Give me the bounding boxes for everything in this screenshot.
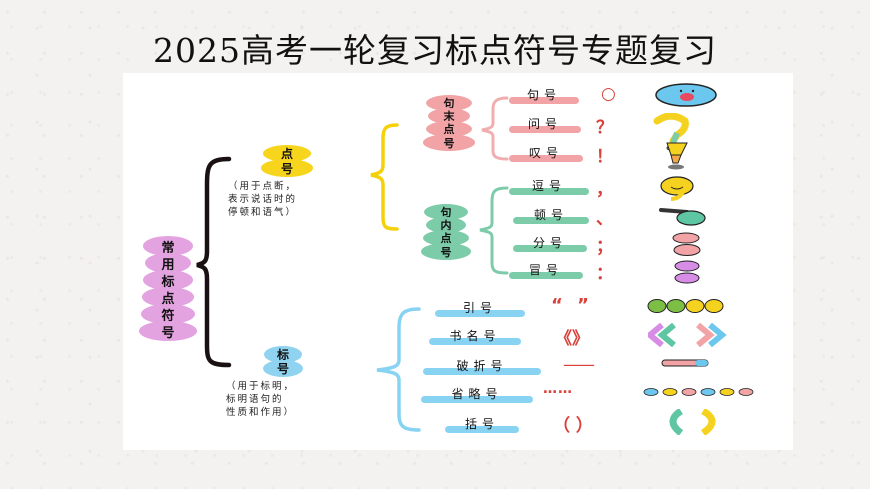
symbol-juhao: ○: [601, 84, 616, 104]
root-brace-icon: [196, 156, 232, 368]
symbol-douhao: ，: [596, 180, 613, 200]
item-shuminghao: 书名号: [429, 327, 521, 345]
item-yinhao: 引号: [435, 299, 525, 317]
symbol-wenhao: ？: [596, 118, 613, 138]
cartoon-shengluehao-icon: [643, 388, 754, 396]
junei-char: 句: [424, 204, 468, 220]
junei-bubble: 句 内 点 号: [421, 204, 471, 260]
item-kuohao: 括号: [445, 415, 519, 433]
dianhao-bubble: 点 号: [261, 145, 313, 177]
biaohao-bubble: 标 号: [263, 346, 303, 377]
root-char: 点: [142, 287, 194, 307]
cartoon-douhao-icon: [660, 176, 694, 201]
jumo-char: 末: [428, 108, 470, 124]
root-bubble-stack: 常 用 标 点 符 号: [139, 236, 197, 341]
symbol-shengluehao: ……: [543, 381, 573, 397]
symbol-maohao: ：: [596, 264, 613, 284]
root-char: 号: [139, 321, 197, 341]
biaohao-char: 标: [264, 346, 302, 363]
dianhao-char: 点: [263, 145, 311, 162]
junei-char: 号: [421, 243, 471, 260]
jumo-char: 号: [423, 134, 475, 151]
root-char: 常: [143, 236, 193, 256]
jumo-brace-icon: [481, 96, 509, 161]
item-dunhao: 顿号: [513, 206, 589, 224]
root-char: 符: [141, 304, 195, 324]
page-title: 2025高考一轮复习标点符号专题复习: [153, 31, 717, 70]
cartoon-pozhehao-icon: [661, 359, 709, 367]
item-maohao: 冒号: [509, 261, 583, 279]
junei-char: 点: [423, 230, 469, 246]
item-fenhao: 分号: [513, 234, 587, 252]
symbol-yinhao: “ ”: [551, 295, 593, 316]
item-pozhehao: 破折号: [423, 357, 541, 375]
junei-char: 内: [426, 217, 466, 233]
item-douhao: 逗号: [509, 177, 589, 195]
item-juhao: 句号: [509, 86, 579, 104]
cartoon-tanhao-icon: [666, 142, 688, 170]
cartoon-kuohao-icon: [669, 409, 716, 435]
biaohao-char: 号: [263, 360, 303, 377]
cartoon-juhao-icon: [655, 83, 717, 107]
junei-brace-icon: [479, 186, 509, 275]
symbol-tanhao: ！: [596, 147, 613, 167]
item-shengluehao: 省略号: [421, 385, 533, 403]
root-char: 用: [145, 253, 191, 273]
cartoon-maohao-icon: [674, 260, 700, 284]
cartoon-shuminghao-icon: [648, 323, 727, 347]
jumo-char: 点: [426, 121, 472, 137]
biaohao-brace-icon: [376, 307, 421, 432]
cartoon-dunhao-icon: [659, 208, 706, 226]
symbol-fenhao: ；: [596, 237, 613, 257]
biaohao-note: （用于标明， 标明语句的 性质和作用）: [226, 381, 296, 418]
root-char: 标: [143, 270, 193, 290]
cartoon-yinhao-icon: [647, 299, 724, 313]
symbol-kuohao: （ ）: [553, 416, 593, 436]
dianhao-note: （用于点断， 表示说话时的 停顿和语气）: [228, 181, 298, 218]
item-tanhao: 叹号: [509, 144, 583, 162]
item-wenhao: 问号: [509, 115, 581, 133]
cartoon-fenhao-icon: [672, 232, 701, 256]
jumo-bubble: 句 末 点 号: [423, 95, 475, 151]
dianhao-char: 号: [261, 159, 313, 177]
jumo-char: 句: [426, 95, 472, 111]
dianhao-brace-icon: [370, 123, 399, 231]
symbol-pozhehao: ——: [563, 355, 595, 375]
symbol-dunhao: 、: [596, 209, 613, 229]
symbol-shuminghao: 《》: [555, 329, 589, 349]
mindmap-panel: 常 用 标 点 符 号 点 号 （用于点断， 表示说话时的 停顿和语气） 标 号…: [123, 73, 793, 450]
